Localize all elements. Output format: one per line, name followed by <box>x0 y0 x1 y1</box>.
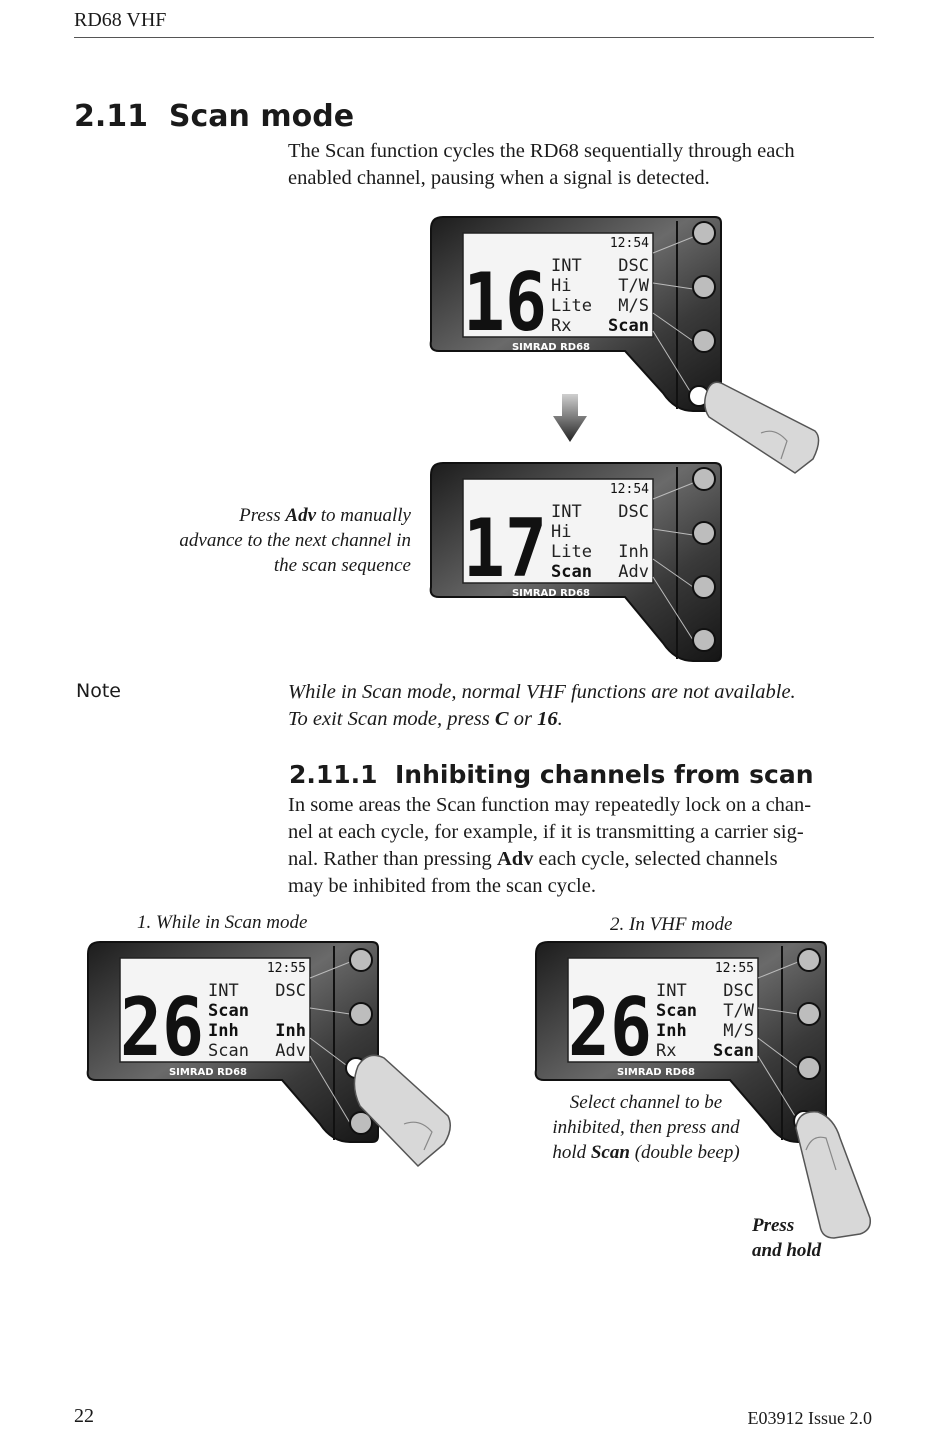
softkey-label: Scan <box>551 562 592 582</box>
softkey-button-3 <box>692 329 716 353</box>
softkey-button-2 <box>349 1002 373 1026</box>
channel-number: 16 <box>463 256 547 349</box>
softkey-button-4 <box>349 1111 373 1135</box>
subsection-title: Inhibiting channels from scan <box>395 760 814 789</box>
intro-line: The Scan function cycles the RD68 sequen… <box>288 140 795 162</box>
finger-press <box>704 381 820 474</box>
adv-key: Adv <box>285 505 316 526</box>
softkey-label: DSC <box>275 981 306 1001</box>
select-caption: Select channel to be inhibited, then pre… <box>552 1092 740 1163</box>
softkey-label: INT <box>551 256 582 276</box>
softkey-button-1 <box>692 467 716 491</box>
subsection-number: 2.11.1 <box>289 760 378 789</box>
softkey-label: T/W <box>618 276 649 296</box>
press-and-hold-caption: Press and hold <box>752 1215 822 1261</box>
softkey-label: INT <box>208 981 239 1001</box>
softkey-label: DSC <box>723 981 754 1001</box>
channel-number: 26 <box>568 981 652 1074</box>
running-header: RD68 VHF <box>74 9 167 31</box>
header-rule <box>74 37 874 38</box>
softkey-label: Rx <box>656 1041 676 1061</box>
section-title: Scan mode <box>168 99 355 134</box>
softkey-label: M/S <box>723 1021 754 1041</box>
softkey-label: INT <box>656 981 687 1001</box>
softkey-label: INT <box>551 502 582 522</box>
page-number: 22 <box>74 1405 94 1427</box>
clock: 12:54 <box>610 236 649 251</box>
lcd-screen <box>462 232 654 338</box>
brand-label: SIMRAD RD68 <box>617 1067 695 1078</box>
softkey-button-2 <box>692 521 716 545</box>
softkey-label: Adv <box>275 1041 306 1061</box>
channel-number: 17 <box>463 502 547 595</box>
down-arrow-icon <box>553 394 587 442</box>
softkey-label: Lite <box>551 542 592 562</box>
channel-number: 26 <box>120 981 204 1074</box>
document-reference: E03912 Issue 2.0 <box>747 1408 873 1428</box>
softkey-label: Hi <box>551 522 571 542</box>
lcd-screen <box>462 478 654 584</box>
softkey-label: Inh <box>618 542 649 562</box>
radio-display-3: 12:55 26 INT Scan Inh Scan DSC Inh Adv S… <box>86 941 451 1168</box>
softkey-button-2 <box>692 275 716 299</box>
softkey-label: Inh <box>656 1021 687 1041</box>
step1-caption: 1. While in Scan mode <box>137 912 308 933</box>
softkey-button-3 <box>692 575 716 599</box>
softkey-label: Adv <box>618 562 649 582</box>
softkey-label: DSC <box>618 502 649 522</box>
softkey-button-4 <box>692 628 716 652</box>
note-label: Note <box>76 680 121 702</box>
softkey-label: Hi <box>551 276 571 296</box>
step2-caption: 2. In VHF mode <box>610 914 733 935</box>
section-heading: 2.11 Scan mode <box>74 99 354 134</box>
softkey-label: Inh <box>208 1021 239 1041</box>
radio-display-4: 12:55 26 INT Scan Inh Rx DSC T/W M/S Sca… <box>534 941 872 1239</box>
adv-caption: Press Adv to manually advance to the nex… <box>179 505 411 576</box>
brand-label: SIMRAD RD68 <box>512 588 590 599</box>
clock: 12:55 <box>267 961 306 976</box>
softkey-button-1 <box>797 948 821 972</box>
clock: 12:55 <box>715 961 754 976</box>
brand-label: SIMRAD RD68 <box>169 1067 247 1078</box>
lcd-screen <box>119 957 311 1063</box>
softkey-button-1 <box>692 221 716 245</box>
softkey-button-2 <box>797 1002 821 1026</box>
softkey-label: Scan <box>208 1041 249 1061</box>
finger-press <box>795 1111 872 1239</box>
softkey-label: Lite <box>551 296 592 316</box>
softkey-label: Scan <box>713 1041 754 1061</box>
softkey-button-3 <box>797 1056 821 1080</box>
clock: 12:54 <box>610 482 649 497</box>
softkey-label: M/S <box>618 296 649 316</box>
radio-display-2: 12:54 17 INT Hi Lite Scan DSC Inh Adv SI… <box>429 462 722 662</box>
finger-press <box>353 1054 451 1168</box>
softkey-label: Scan <box>208 1001 249 1021</box>
softkey-label: T/W <box>723 1001 754 1021</box>
softkey-button-1 <box>349 948 373 972</box>
section-number: 2.11 <box>74 99 149 134</box>
section-intro: The Scan function cycles the RD68 sequen… <box>288 138 795 192</box>
softkey-label: Rx <box>551 316 571 336</box>
intro-line: enabled channel, pausing when a signal i… <box>288 167 710 189</box>
softkey-label: DSC <box>618 256 649 276</box>
brand-label: SIMRAD RD68 <box>512 342 590 353</box>
radio-display-1: 12:54 16 INT Hi Lite Rx DSC T/W M/S Scan… <box>429 216 820 474</box>
note-text: While in Scan mode, normal VHF functions… <box>288 681 796 730</box>
lcd-screen <box>567 957 759 1063</box>
softkey-label: Scan <box>608 316 649 336</box>
subsection-body: In some areas the Scan function may repe… <box>288 794 812 897</box>
softkey-label: Scan <box>656 1001 697 1021</box>
softkey-label: Inh <box>275 1021 306 1041</box>
subsection-heading: 2.11.1 Inhibiting channels from scan <box>289 760 814 789</box>
